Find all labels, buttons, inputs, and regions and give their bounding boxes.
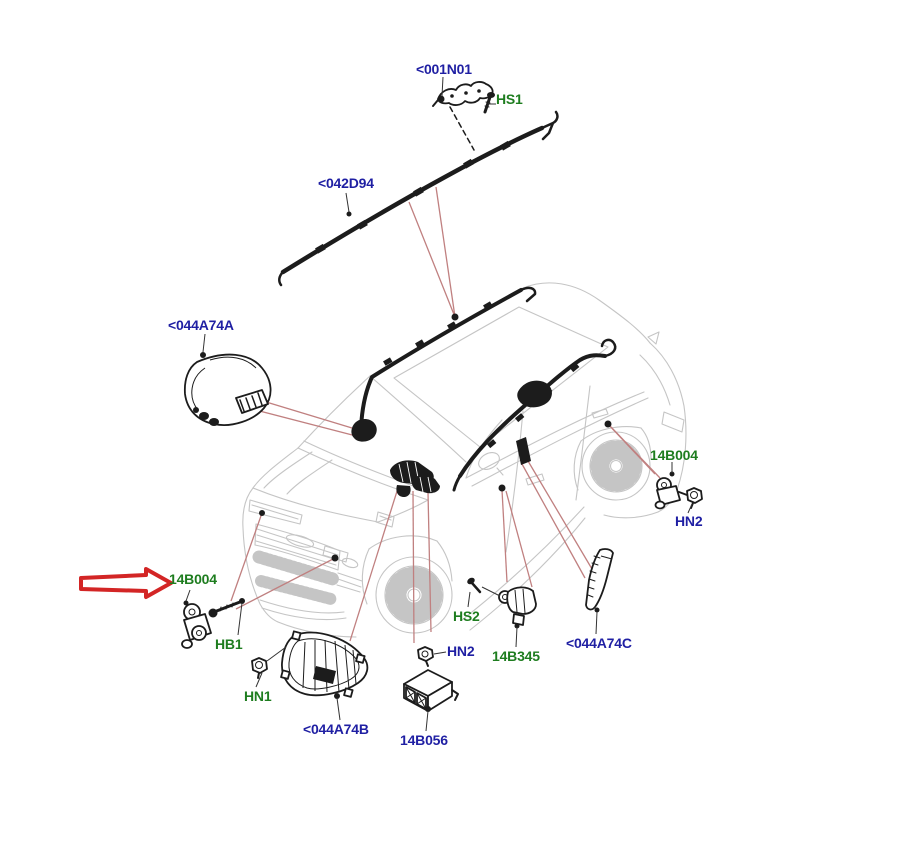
- side-impact-sensor-drawing: [498, 586, 537, 629]
- screw-hs2-drawing: [467, 577, 501, 597]
- part-label-HN1[interactable]: HN1: [244, 688, 272, 704]
- position-reference-lines: [230, 186, 661, 644]
- part-label-044A74B[interactable]: <044A74B: [303, 721, 369, 737]
- front-impact-sensor-left-drawing: [181, 600, 212, 649]
- part-label-044A74C[interactable]: <044A74C: [566, 635, 632, 651]
- part-label-HN2-lower[interactable]: HN2: [447, 643, 475, 659]
- part-label-001N01[interactable]: <001N01: [416, 61, 472, 77]
- part-label-HS1[interactable]: HS1: [496, 91, 523, 107]
- screw-hs1-drawing: [483, 92, 495, 114]
- part-label-14B345[interactable]: 14B345: [492, 648, 540, 664]
- part-label-14B004-right[interactable]: 14B004: [650, 447, 698, 463]
- highlight-arrow: [79, 567, 173, 599]
- curtain-airbag-rail-drawing: [278, 110, 559, 287]
- part-label-HB1[interactable]: HB1: [215, 636, 243, 652]
- mounting-position-dots: [259, 313, 612, 562]
- label-leader-lines: [185, 76, 693, 732]
- part-label-14B056[interactable]: 14B056: [400, 732, 448, 748]
- impact-sensor-right-drawing: [654, 471, 688, 510]
- nut-hn2-right-drawing: [686, 487, 703, 509]
- part-label-044A74A[interactable]: <044A74A: [168, 317, 234, 333]
- vehicle-outline: [242, 282, 687, 638]
- installed-curtain-far-side: [351, 286, 537, 442]
- nut-hn1-drawing: [251, 657, 268, 679]
- side-curtain-c-drawing: [585, 548, 614, 613]
- airbag-control-module-drawing: [403, 669, 459, 712]
- driver-airbag-drawing: [183, 352, 272, 426]
- part-label-14B004-left[interactable]: 14B004: [169, 571, 217, 587]
- cowl-components: [390, 460, 440, 497]
- installed-curtain-near-side: [452, 338, 617, 492]
- passenger-airbag-drawing: [280, 630, 369, 699]
- part-label-042D94[interactable]: <042D94: [318, 175, 374, 191]
- part-label-HN2-right[interactable]: HN2: [675, 513, 703, 529]
- assembly-dashed-line: [449, 106, 475, 151]
- nut-hn2-lower-drawing: [417, 646, 434, 667]
- b-pillar-curtain-section: [516, 437, 531, 465]
- bolt-hb1-drawing: [208, 598, 245, 618]
- part-label-HS2[interactable]: HS2: [453, 608, 480, 624]
